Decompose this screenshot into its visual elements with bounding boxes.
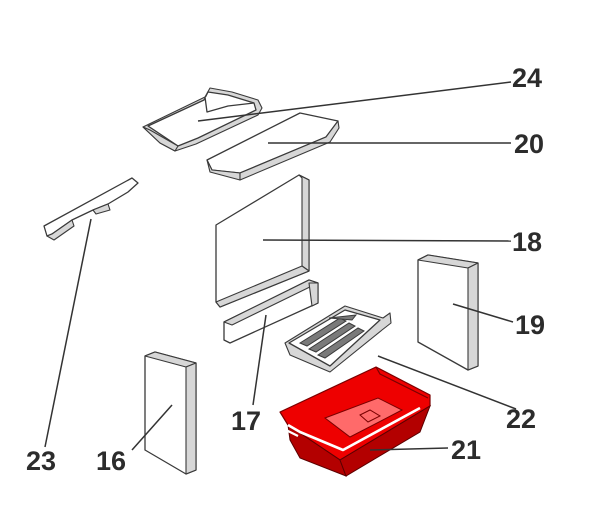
label-part-22: 22 xyxy=(506,404,536,434)
part-17-front-bar[interactable] xyxy=(223,279,319,344)
part-24-baffle[interactable] xyxy=(142,87,263,152)
label-part-20: 20 xyxy=(514,129,544,159)
leader-22 xyxy=(377,355,517,410)
label-part-24: 24 xyxy=(512,63,542,93)
part-18-back-panel[interactable] xyxy=(215,174,310,308)
label-part-19: 19 xyxy=(515,310,545,340)
part-22-grate[interactable] xyxy=(284,305,392,373)
label-part-21: 21 xyxy=(451,435,481,465)
leader-18 xyxy=(262,239,512,242)
leader-19 xyxy=(452,303,514,323)
leader-16 xyxy=(131,404,173,451)
part-21-ash-pan-highlighted[interactable] xyxy=(279,366,431,477)
leader-23 xyxy=(44,218,92,448)
label-part-23: 23 xyxy=(26,446,56,476)
leader-24 xyxy=(197,81,512,122)
part-23-rail[interactable] xyxy=(43,177,139,241)
leader-17 xyxy=(252,314,267,406)
part-19-side-panel[interactable] xyxy=(417,254,479,371)
part-16-side-panel[interactable] xyxy=(144,351,197,475)
leader-21 xyxy=(369,447,449,451)
label-part-17: 17 xyxy=(231,406,261,436)
label-part-18: 18 xyxy=(512,227,542,257)
label-part-16: 16 xyxy=(96,446,126,476)
